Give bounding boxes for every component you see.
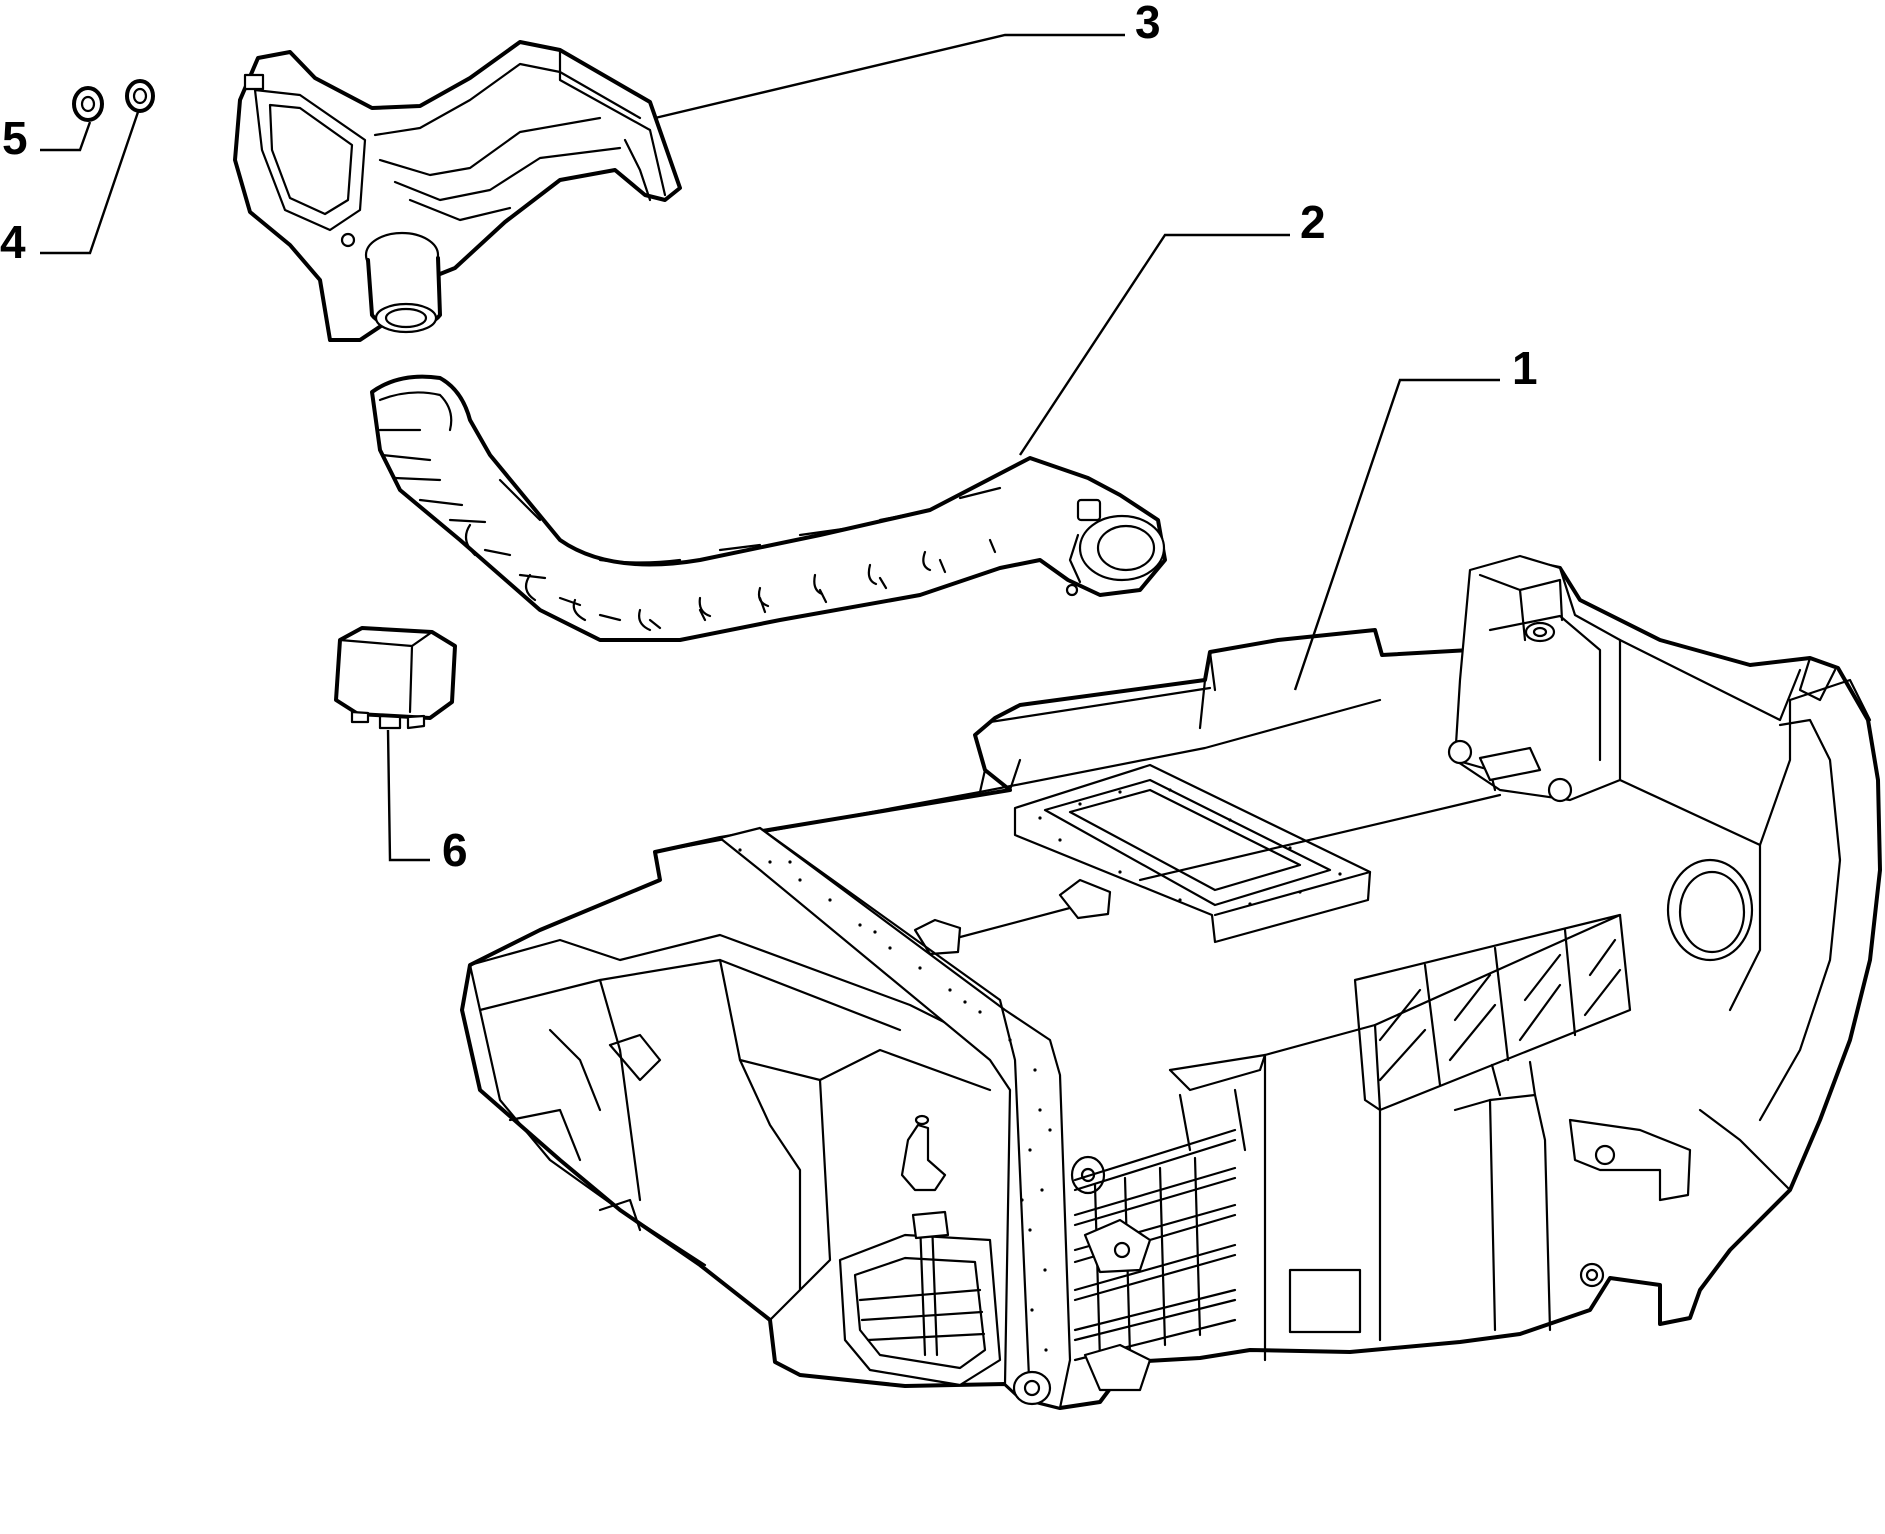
part-2-hose (370, 374, 1167, 642)
leader-5 (40, 121, 92, 152)
leader-3 (654, 33, 1125, 120)
part-6-relay (334, 626, 457, 730)
part-4-washer (125, 79, 155, 113)
right-tower (1447, 554, 1622, 803)
callouts: 1 2 3 4 5 6 (0, 0, 1538, 876)
part-1-heater-unit (460, 554, 1882, 1410)
right-grille (1353, 913, 1632, 1112)
part-3-air-duct (233, 40, 682, 342)
callout-5: 5 (2, 112, 28, 164)
callout-2: 2 (1300, 196, 1326, 248)
leader-1 (1293, 378, 1500, 691)
callout-4: 4 (0, 216, 26, 268)
top-inlet-frame (1013, 763, 1372, 944)
heater-core (1073, 1128, 1237, 1392)
leader-6 (386, 729, 430, 862)
seal-strip (718, 826, 1106, 1410)
part-5-nut (72, 86, 104, 122)
front-housing (468, 933, 1012, 1387)
leader-lines (40, 33, 1500, 862)
callout-3: 3 (1135, 0, 1161, 48)
callout-6: 6 (442, 824, 468, 876)
leader-2 (1018, 233, 1290, 456)
callout-1: 1 (1512, 342, 1538, 394)
leader-4 (40, 111, 140, 255)
